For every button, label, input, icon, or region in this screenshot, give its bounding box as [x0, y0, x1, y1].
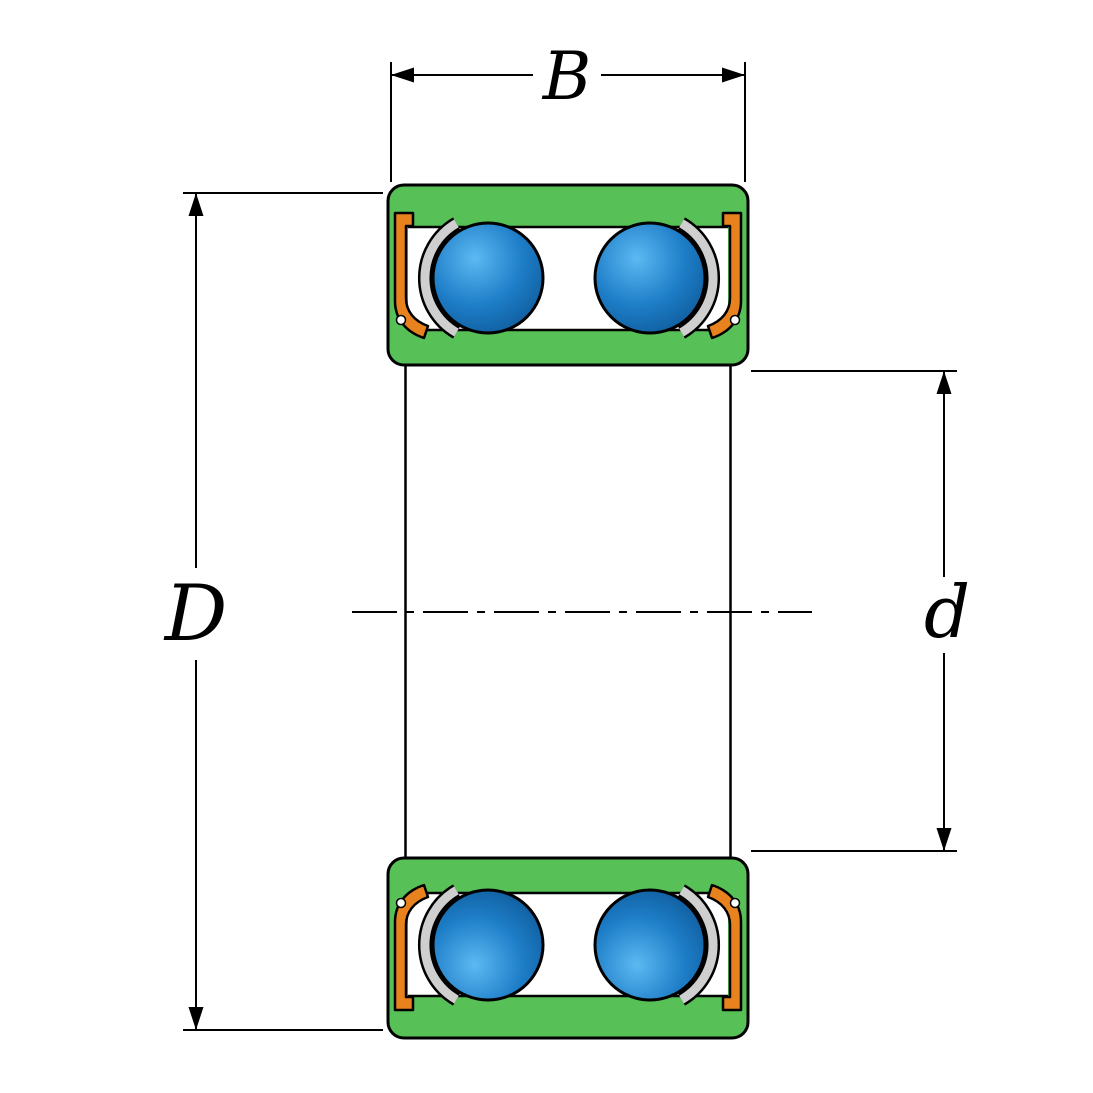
bearing-top-half — [388, 185, 748, 365]
label-width-b: B — [542, 38, 592, 115]
d-outer-arrow-top-icon — [188, 193, 204, 216]
bearing-bottom-half — [388, 858, 748, 1038]
b-arrow-left-icon — [391, 67, 414, 83]
label-bore-diameter: d — [924, 570, 970, 654]
d-outer-arrow-bottom-icon — [188, 1007, 204, 1030]
dimension-d-outer: D — [163, 192, 383, 1031]
dimension-b: B — [390, 38, 746, 182]
d-bore-arrow-bottom-icon — [936, 828, 952, 851]
d-bore-arrow-top-icon — [936, 371, 952, 394]
b-arrow-right-icon — [722, 67, 745, 83]
label-outer-diameter: D — [163, 569, 228, 659]
dimension-d-bore: d — [751, 370, 970, 852]
